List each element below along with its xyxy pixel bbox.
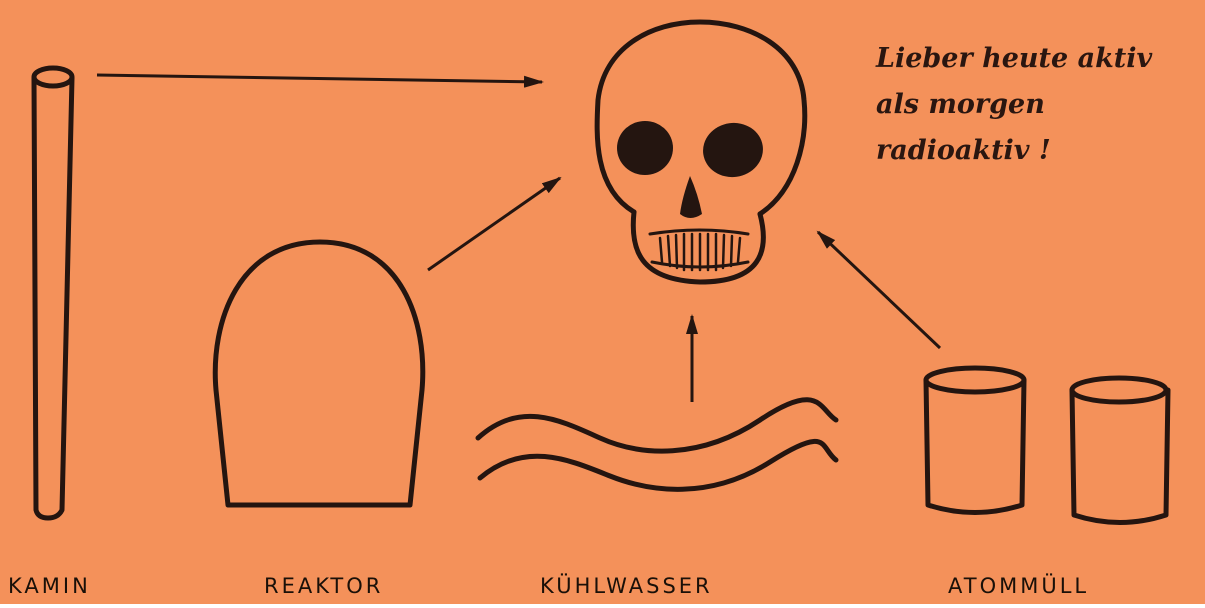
slogan-line-2: als morgen xyxy=(876,82,1152,128)
label-kamin: KAMIN xyxy=(8,574,91,598)
label-kuehlwasser: KÜHLWASSER xyxy=(540,574,713,598)
slogan: Lieber heute aktiv als morgen radioaktiv… xyxy=(876,36,1152,174)
skull-left-eye xyxy=(617,121,673,175)
label-atommuell: ATOMMÜLL xyxy=(948,574,1089,598)
slogan-line-3: radioaktiv ! xyxy=(876,128,1152,174)
label-reaktor: REAKTOR xyxy=(264,574,383,598)
slogan-line-1: Lieber heute aktiv xyxy=(876,36,1152,82)
